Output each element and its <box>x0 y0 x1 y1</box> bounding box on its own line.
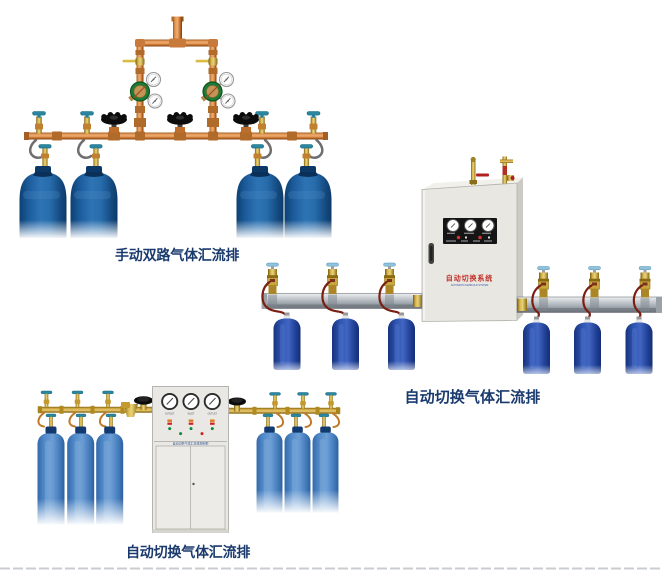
svg-text:自动切换气体汇流排: 自动切换气体汇流排 <box>405 388 541 406</box>
svg-text:INLET: INLET <box>188 413 195 416</box>
svg-text:自动切换气体汇流排控制柜: 自动切换气体汇流排控制柜 <box>172 440 208 445</box>
svg-text:AUTOMATIC MANIFOLD SYSTEM: AUTOMATIC MANIFOLD SYSTEM <box>451 284 488 287</box>
svg-text:OUTLET: OUTLET <box>165 413 175 416</box>
svg-text:OUTLET: OUTLET <box>208 413 218 416</box>
svg-text:自动切换气体汇流排: 自动切换气体汇流排 <box>126 544 250 560</box>
svg-text:自动切换系统: 自动切换系统 <box>446 274 493 283</box>
svg-text:手动双路气体汇流排: 手动双路气体汇流排 <box>115 247 239 263</box>
